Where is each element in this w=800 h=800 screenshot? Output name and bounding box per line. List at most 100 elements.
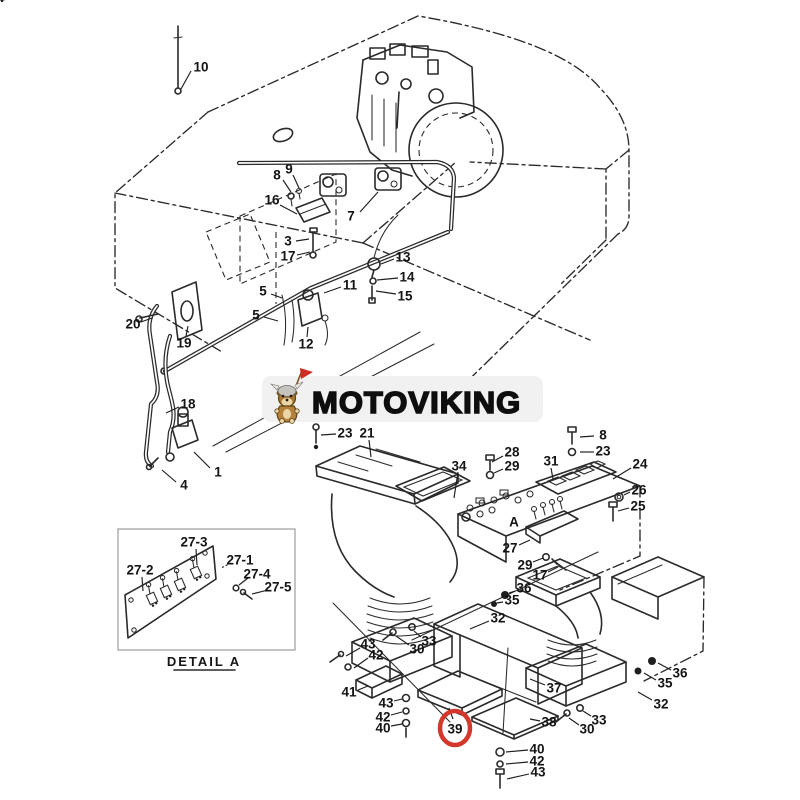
leader-line-10	[180, 70, 192, 90]
highlight-circle-part39	[437, 708, 473, 748]
leader-line-29	[493, 468, 504, 474]
toggle-switch-icon	[0, 0, 5, 3]
leader-line-28	[491, 455, 504, 463]
part-label-32: 32	[653, 697, 668, 712]
part-label-42: 42	[368, 648, 383, 663]
leader-line-21	[368, 439, 372, 458]
part-label-28: 28	[504, 445, 520, 460]
part-label-8: 8	[273, 168, 281, 183]
part-label-17: 17	[532, 568, 547, 583]
leader-line-27-2	[141, 576, 144, 592]
part-label-23: 23	[337, 426, 353, 441]
leader-line-30	[395, 635, 410, 646]
leader-line-18	[165, 406, 180, 414]
machine-body-outline	[114, 15, 630, 409]
leader-line-27-3	[195, 548, 198, 566]
part-label-17: 17	[280, 249, 295, 264]
leader-line-27	[518, 539, 531, 546]
part-label-19: 19	[176, 336, 191, 351]
leader-line-16	[279, 204, 298, 215]
leader-line-43	[393, 698, 403, 702]
leader-line-5	[263, 316, 279, 322]
leader-line-42	[353, 657, 369, 669]
part-label-40: 40	[375, 721, 390, 736]
part-label-25: 25	[630, 499, 646, 514]
part-label-38: 38	[541, 715, 557, 730]
part-label-27-5: 27-5	[264, 580, 292, 595]
part-label-15: 15	[397, 289, 413, 304]
part-label-30: 30	[579, 722, 594, 737]
part-label-14: 14	[399, 270, 415, 285]
leader-line-36	[508, 590, 516, 594]
leader-line-36	[657, 662, 672, 671]
part-label-32: 32	[490, 611, 505, 626]
handrail-lever-group	[135, 281, 203, 471]
part-label-37: 37	[546, 681, 561, 696]
detail-a-box: DETAIL A	[0, 0, 296, 671]
small-fasteners-upper	[281, 187, 399, 346]
leader-line-5	[270, 293, 283, 299]
leader-line-37	[529, 678, 546, 686]
part-label-36: 36	[672, 666, 688, 681]
part-label-16: 16	[264, 193, 280, 208]
part-label-35: 35	[657, 676, 673, 691]
watermark: MOTOVIKING	[262, 368, 543, 424]
leader-line-43	[506, 773, 530, 780]
leader-line-31	[550, 467, 554, 480]
part-label-13: 13	[395, 250, 411, 265]
leader-line-1	[193, 451, 211, 469]
leader-line-7	[359, 191, 379, 213]
part-label-31: 31	[543, 454, 559, 469]
leader-line-42	[390, 711, 403, 716]
part-label-43: 43	[530, 765, 546, 780]
part-label-10: 10	[193, 60, 208, 75]
leader-line-15	[375, 290, 397, 295]
part-label-33: 33	[591, 713, 607, 728]
part-label-9: 9	[285, 162, 293, 177]
leader-line-27-5	[251, 589, 269, 595]
leader-line-42	[505, 761, 529, 765]
leader-line-13	[380, 258, 395, 265]
part-label-34: 34	[451, 459, 467, 474]
leader-line-9	[292, 174, 300, 189]
part-label-20: 20	[125, 317, 140, 332]
viking-dog-logo	[270, 368, 313, 424]
leader-line-17	[547, 566, 559, 573]
leader-line-33	[582, 710, 592, 717]
detail-a-caption: DETAIL A	[167, 654, 241, 669]
part-label-24: 24	[632, 457, 648, 472]
part-label-8: 8	[599, 428, 607, 443]
part-label-43: 43	[378, 696, 394, 711]
part-label-7: 7	[347, 209, 355, 224]
part-label-40: 40	[529, 742, 544, 757]
part-label-27-4: 27-4	[243, 567, 271, 582]
part-label-5: 5	[259, 284, 267, 299]
leader-line-20	[140, 317, 153, 323]
leader-line-43	[345, 647, 361, 657]
part-label-3: 3	[284, 234, 292, 249]
leader-line-4	[161, 469, 177, 483]
part-label-39: 39	[447, 722, 462, 737]
leader-line-33	[413, 630, 422, 638]
leader-line-38	[529, 718, 541, 722]
leader-line-23	[320, 433, 337, 436]
part-label-30: 30	[409, 642, 424, 657]
watermark-brand-text: MOTOVIKING	[312, 385, 521, 420]
leader-line-11	[323, 286, 342, 294]
leader-line-35	[643, 672, 657, 681]
leader-line-32	[469, 620, 490, 630]
leader-line-14	[376, 277, 399, 281]
leader-line-3	[295, 238, 310, 242]
part-label-11: 11	[343, 278, 358, 293]
leader-line-40	[505, 749, 529, 753]
leader-line-26	[623, 491, 631, 496]
part-label-42: 42	[529, 754, 544, 769]
leader-line-24	[612, 467, 632, 480]
part-label-A: A	[509, 515, 519, 530]
part-label-5: 5	[252, 308, 260, 323]
part-label-29: 29	[517, 558, 532, 573]
leader-line-12	[306, 326, 309, 338]
